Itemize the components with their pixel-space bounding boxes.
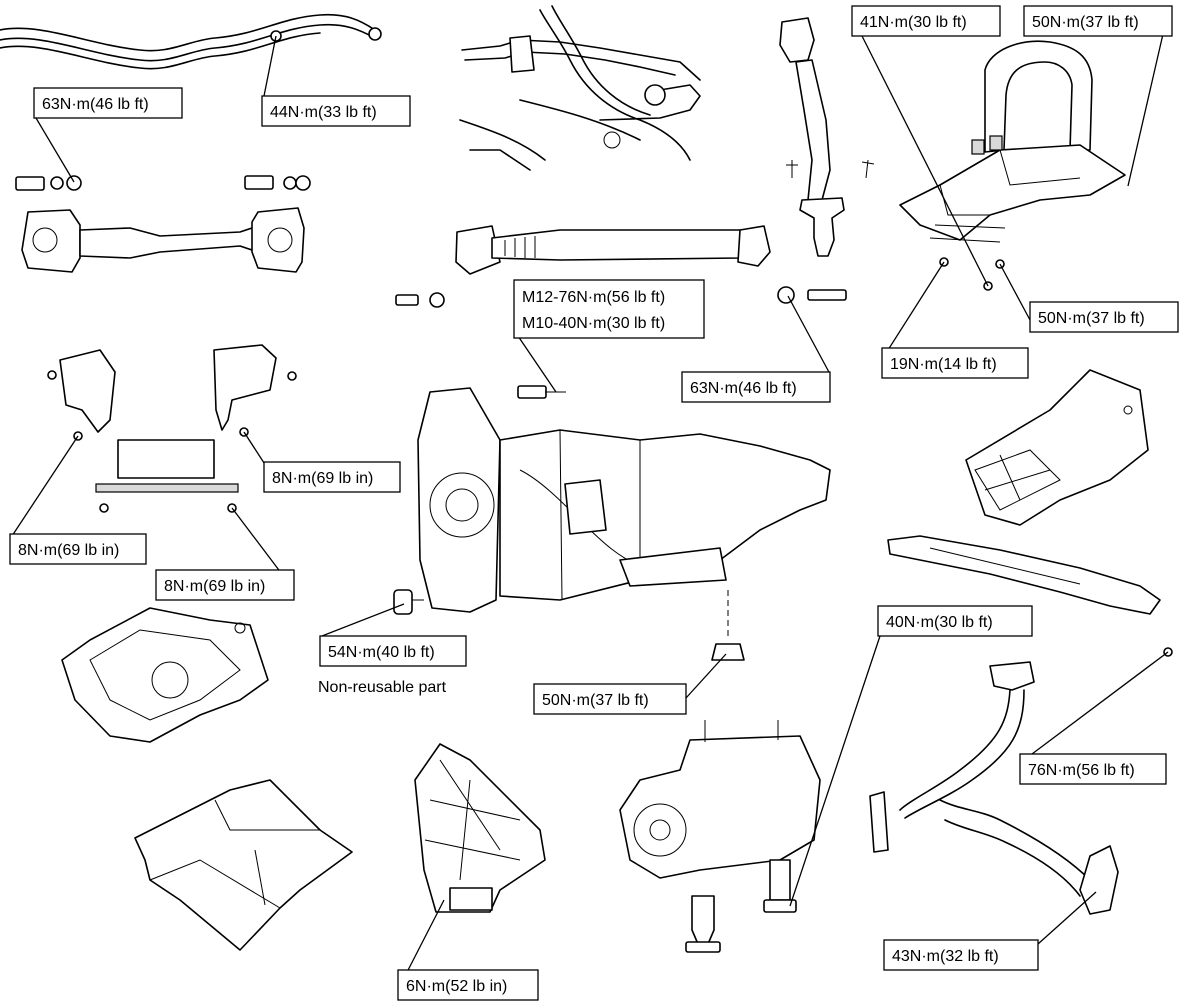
torque-text: 50N·m(37 lb ft) xyxy=(1038,310,1145,327)
torque-label-t17: 6N·m(52 lb in) xyxy=(397,969,539,1001)
transfer-case xyxy=(619,720,821,953)
torque-text: 54N·m(40 lb ft) xyxy=(328,644,435,661)
torque-label-t3: 41N·m(30 lb ft) xyxy=(851,5,1001,37)
torque-label-t6: 50N·m(37 lb ft) xyxy=(1029,301,1179,333)
torque-text: 8N·m(69 lb in) xyxy=(18,542,119,559)
torque-label-t12: 54N·m(40 lb ft) xyxy=(319,635,467,667)
torque-text: 63N·m(46 lb ft) xyxy=(690,380,797,397)
exhaust-pipe xyxy=(869,647,1173,915)
torque-label-t7: 19N·m(14 lb ft) xyxy=(881,347,1029,379)
under-cover-rear xyxy=(134,779,353,951)
torque-label-t10: 8N·m(69 lb in) xyxy=(9,533,147,565)
torque-text: 40N·m(30 lb ft) xyxy=(886,614,993,631)
torque-label-t2: 44N·m(33 lb ft) xyxy=(261,95,411,127)
torque-label-t9: 8N·m(69 lb in) xyxy=(263,461,401,493)
torque-text: 8N·m(69 lb in) xyxy=(164,578,265,595)
shift-lever xyxy=(779,17,875,257)
torque-label-t4: 50N·m(37 lb ft) xyxy=(1023,5,1173,37)
torque-text: 44N·m(33 lb ft) xyxy=(270,104,377,121)
torque-text: 63N·m(46 lb ft) xyxy=(42,96,149,113)
transmission-support-bracket xyxy=(899,40,1126,291)
torque-label-t16: 43N·m(32 lb ft) xyxy=(883,939,1039,971)
torque-text: 50N·m(37 lb ft) xyxy=(542,692,649,709)
under-cover-front xyxy=(61,607,269,743)
left-mount-brackets xyxy=(47,344,297,513)
torque-text: 43N·m(32 lb ft) xyxy=(892,948,999,965)
torque-label-t8: 63N·m(46 lb ft) xyxy=(681,371,831,403)
torque-label-t1: 63N·m(46 lb ft) xyxy=(33,87,183,119)
non-reusable-note: Non-reusable part xyxy=(318,679,447,696)
torque-label-t14: 40N·m(30 lb ft) xyxy=(877,605,1033,637)
torque-text: 6N·m(52 lb in) xyxy=(406,978,507,995)
torque-text: 8N·m(69 lb in) xyxy=(272,470,373,487)
torque-text: 50N·m(37 lb ft) xyxy=(1032,14,1139,31)
torque-label-t5: M12-76N·m(56 lb ft) M10-40N·m(30 lb ft) xyxy=(513,279,705,339)
torque-text: M10-40N·m(30 lb ft) xyxy=(522,315,665,332)
automatic-transmission xyxy=(393,385,831,661)
rear-propeller-shaft xyxy=(395,225,847,308)
heat-insulator-right xyxy=(965,369,1149,526)
torque-label-t13: 50N·m(37 lb ft) xyxy=(533,683,687,715)
leader-lines xyxy=(11,33,1169,979)
crossmember xyxy=(887,535,1161,615)
front-propeller-shaft xyxy=(15,175,311,273)
torque-text: 76N·m(56 lb ft) xyxy=(1028,762,1135,779)
torque-text: M12-76N·m(56 lb ft) xyxy=(522,289,665,306)
torque-text: 41N·m(30 lb ft) xyxy=(860,14,967,31)
torque-label-t15: 76N·m(56 lb ft) xyxy=(1019,753,1167,785)
torque-text: 19N·m(14 lb ft) xyxy=(890,356,997,373)
dust-cover xyxy=(414,743,546,913)
torque-label-t11: 8N·m(69 lb in) xyxy=(155,569,295,601)
cable-lines xyxy=(0,13,382,70)
wiring-harness xyxy=(459,5,701,171)
